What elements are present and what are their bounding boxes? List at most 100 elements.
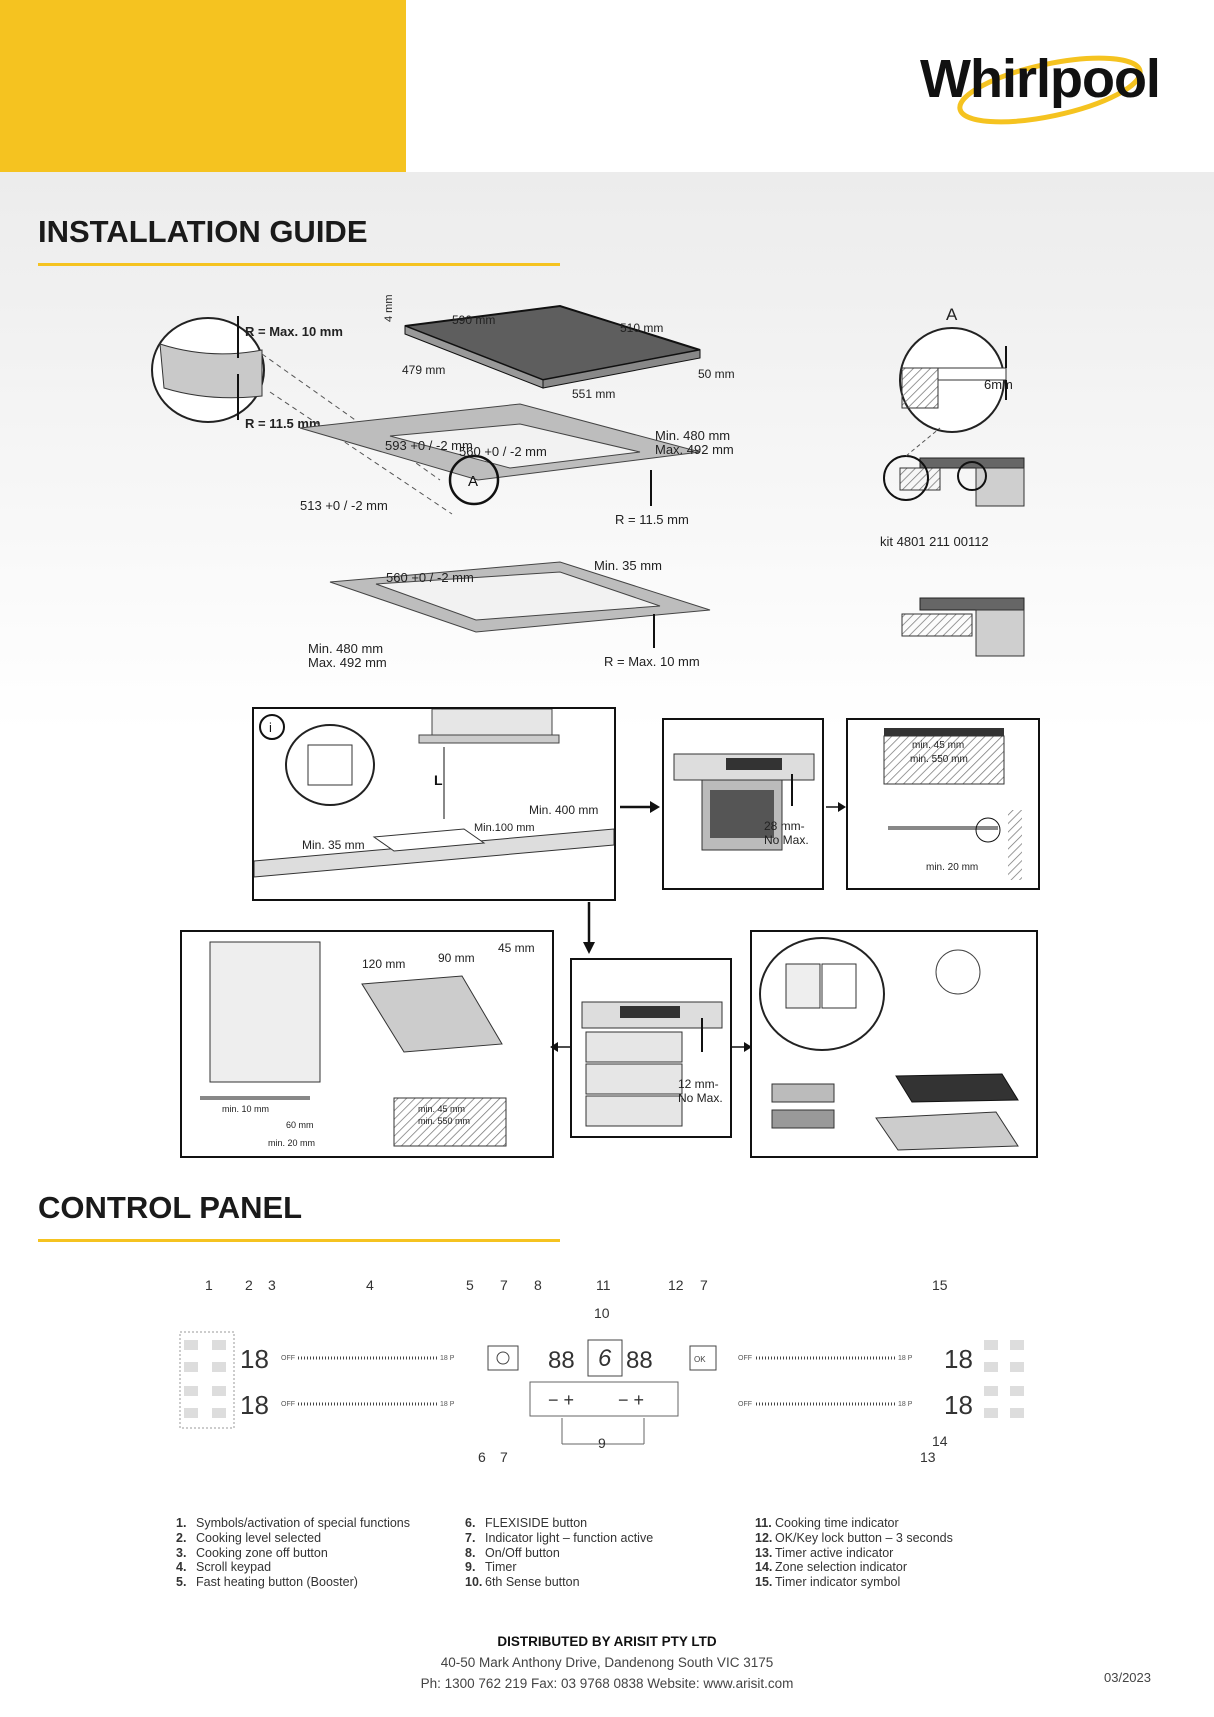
legend-item: 1.Symbols/activation of special function… xyxy=(176,1516,410,1530)
hob-edge: 4 mm xyxy=(383,295,395,323)
drawer-gap-label: 12 mm- xyxy=(678,1077,719,1091)
svg-text:12: 12 xyxy=(668,1277,684,1293)
svg-text:6: 6 xyxy=(598,1345,612,1372)
legend-column-2: 6.FLEXISIDE button 7.Indicator light – f… xyxy=(465,1516,653,1590)
svg-text:OFF: OFF xyxy=(738,1355,752,1362)
drawer-cutout-drawing: 120 mm 90 mm 45 mm min. 10 mm 60 mm min.… xyxy=(200,941,535,1148)
min-10-label: min. 10 mm xyxy=(222,1104,269,1114)
legend-item: 5.Fast heating button (Booster) xyxy=(176,1575,358,1590)
legend-item: 7.Indicator light – function active xyxy=(465,1530,654,1545)
control-panel-diagram: 1 2 3 4 5 7 8 11 12 7 15 10 18 18 OFF OF… xyxy=(179,1277,1024,1465)
oven-gap-label: 28 mm- xyxy=(764,819,805,833)
min-550b-label: min. 550 mm xyxy=(418,1116,470,1126)
svg-text:18 P: 18 P xyxy=(898,1355,913,1362)
cutout-frame-1: A 593 +0 / -2 mm 513 +0 / -2 mm 560 +0 /… xyxy=(299,403,734,527)
installation-diagram: R = Max. 10 mm R = 11.5 mm 590 mm 510 mm… xyxy=(151,295,1025,670)
svg-text:13: 13 xyxy=(920,1449,936,1465)
document-date: 03/2023 xyxy=(1104,1670,1151,1685)
detail-a-label: A xyxy=(946,305,958,324)
drawer-gap-label-b: No Max. xyxy=(678,1091,723,1105)
svg-text:7: 7 xyxy=(700,1277,708,1293)
header-accent-block xyxy=(0,0,406,172)
top-callouts: 1 2 3 4 5 7 8 11 12 7 15 10 xyxy=(205,1277,948,1321)
min-20b-label: min. 20 mm xyxy=(268,1138,315,1148)
svg-text:88: 88 xyxy=(626,1347,653,1374)
radius-min-label: R = 11.5 mm xyxy=(245,416,321,431)
arrow-right-icon xyxy=(826,802,846,812)
svg-text:18 P: 18 P xyxy=(440,1355,455,1362)
cutout1-radius: R = 11.5 mm xyxy=(615,512,689,527)
legend-item: 12.OK/Key lock button – 3 seconds xyxy=(755,1530,953,1545)
svg-text:OK: OK xyxy=(694,1355,706,1364)
svg-text:OFF: OFF xyxy=(281,1401,295,1408)
svg-text:OFF: OFF xyxy=(738,1401,752,1408)
svg-text:8: 8 xyxy=(534,1277,542,1293)
left-zone-block: 18 18 OFF OFF 18 P 18 P xyxy=(179,1331,455,1429)
hob-width: 590 mm xyxy=(452,313,495,327)
svg-text:1: 1 xyxy=(205,1277,213,1293)
installation-title-rule xyxy=(38,263,560,266)
hob-depth: 510 mm xyxy=(620,321,663,335)
hood-clearance-drawing: i L Min. 400 mm Min. 35 mm Min.100 mm xyxy=(254,709,614,878)
detail-a-gap: 6mm xyxy=(984,377,1013,392)
support-clearance-pane: min. 45 mm min. 550 mm min. 20 mm xyxy=(846,718,1040,890)
cutout-marker: A xyxy=(468,473,478,490)
cutout2-min-depth: Min. 480 mm xyxy=(308,641,383,656)
info-icon: i xyxy=(269,720,272,735)
drawer-clearance-pane: 12 mm- No Max. xyxy=(570,958,732,1138)
control-panel-title: CONTROL PANEL xyxy=(38,1190,303,1225)
drawer-cutout-pane: 120 mm 90 mm 45 mm min. 10 mm 60 mm min.… xyxy=(180,930,554,1158)
service-info-pane xyxy=(750,930,1038,1158)
support-clearance-drawing: min. 45 mm min. 550 mm min. 20 mm xyxy=(883,728,1022,880)
svg-text:18 P: 18 P xyxy=(898,1401,913,1408)
service-info-drawing xyxy=(759,937,1019,1151)
min-550-label: min. 550 mm xyxy=(910,754,968,765)
svg-text:18: 18 xyxy=(240,1390,269,1420)
oven-clearance-drawing: 28 mm- No Max. xyxy=(673,753,815,851)
legend-item: 11.Cooking time indicator xyxy=(755,1516,899,1530)
right-zone-block: OFF OFF 18 P 18 P 18 18 xyxy=(738,1340,1024,1420)
legend-item: 15.Timer indicator symbol xyxy=(755,1575,901,1590)
hob-perspective: 590 mm 510 mm 50 mm 479 mm 551 mm 4 mm xyxy=(383,295,735,402)
svg-text:− +: − + xyxy=(548,1390,574,1410)
svg-text:2: 2 xyxy=(245,1277,253,1293)
legend-item: 6.FLEXISIDE button xyxy=(465,1516,588,1530)
arrow-left-icon xyxy=(550,1042,572,1052)
center-controls: 88 6 88 OK − + − + xyxy=(487,1339,717,1445)
svg-text:OFF: OFF xyxy=(281,1355,295,1362)
legend-item: 9.Timer xyxy=(465,1560,517,1575)
svg-text:18: 18 xyxy=(240,1344,269,1374)
footer-address: 40-50 Mark Anthony Drive, Dandenong Sout… xyxy=(440,1655,774,1670)
cutout1-depth: 513 +0 / -2 mm xyxy=(300,498,388,513)
bottom-callouts: 6 7 9 13 14 xyxy=(478,1433,948,1465)
dim-120: 120 mm xyxy=(362,957,405,971)
cutout2-width: 560 +0 / -2 mm xyxy=(386,570,474,585)
svg-text:7: 7 xyxy=(500,1277,508,1293)
oven-clearance-pane: 28 mm- No Max. xyxy=(662,718,824,890)
legend-item: 4.Scroll keypad xyxy=(176,1560,272,1575)
svg-text:10: 10 xyxy=(594,1305,610,1321)
legend-item: 13.Timer active indicator xyxy=(755,1545,894,1560)
dim-90: 90 mm xyxy=(438,951,475,965)
logo-swoosh-icon xyxy=(957,55,1143,125)
cutout1-min-depth: Min. 480 mm xyxy=(655,428,730,443)
min-45b-label: min. 45 mm xyxy=(418,1104,465,1114)
cutout2-max-depth: Max. 492 mm xyxy=(308,655,387,670)
svg-text:7: 7 xyxy=(500,1449,508,1465)
legend-item: 3.Cooking zone off button xyxy=(176,1545,328,1560)
min-400-label: Min. 400 mm xyxy=(529,803,598,817)
brand-logo: Whirlpool xyxy=(920,40,1180,130)
control-panel-title-rule xyxy=(38,1239,560,1242)
corner-radius-detail: R = Max. 10 mm R = 11.5 mm xyxy=(151,316,453,515)
arrow-right-icon xyxy=(620,801,660,813)
legend-item: 8.On/Off button xyxy=(465,1545,560,1560)
legend-item: 14.Zone selection indicator xyxy=(755,1560,908,1575)
min-100-label: Min.100 mm xyxy=(474,822,535,834)
svg-text:14: 14 xyxy=(932,1433,948,1449)
svg-text:4: 4 xyxy=(366,1277,374,1293)
svg-text:15: 15 xyxy=(932,1277,948,1293)
cutout2-min-edge: Min. 35 mm xyxy=(594,558,662,573)
hob-inner-depth: 479 mm xyxy=(402,363,445,377)
svg-text:3: 3 xyxy=(268,1277,276,1293)
legend-item: 10.6th Sense button xyxy=(465,1575,580,1590)
